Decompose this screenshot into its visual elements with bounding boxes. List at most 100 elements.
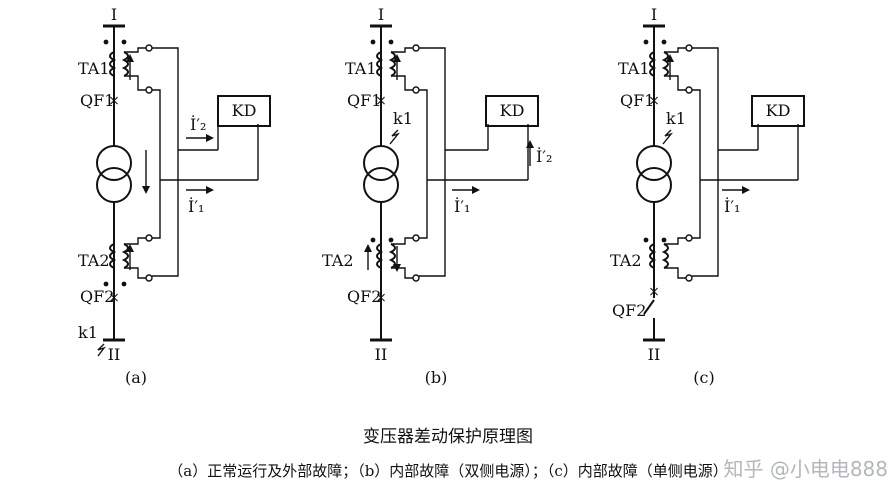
- relay-kd-b: [485, 95, 539, 127]
- ta2-lead-top-b: [391, 237, 414, 245]
- ta1-label-c: TA1: [618, 59, 650, 78]
- terminal: [685, 44, 693, 52]
- bus-I-label-b: I: [378, 5, 384, 24]
- ta1-secondary-a: [121, 51, 129, 77]
- panel-a: I TA1 QF1 × TA2: [78, 5, 271, 387]
- ta1-lead-bottom-b: [391, 75, 414, 91]
- arrow-head-icon: [126, 244, 134, 252]
- relay-kd-a: [217, 95, 271, 127]
- panel-b: I TA1 QF1 × k1 TA2 QF2 ×: [322, 5, 552, 387]
- transformer-winding-top-a: [96, 145, 132, 181]
- bus-I-label-c: I: [651, 5, 657, 24]
- bus-II-label-b: II: [375, 345, 388, 364]
- breaker-cross-icon: ×: [648, 284, 660, 300]
- ta1-secondary-b: [388, 51, 396, 77]
- terminal: [145, 234, 153, 242]
- qf2-label-c: QF2: [612, 301, 646, 320]
- arrow-head-icon: [364, 244, 372, 252]
- ta2-lead-bottom-a: [124, 267, 147, 279]
- relay-kd-label-b: KD: [500, 101, 525, 120]
- polarity-dot: [370, 237, 376, 243]
- relay-kd-label-a: KD: [232, 101, 257, 120]
- arrow-head-icon: [666, 54, 674, 62]
- ta1-lead-top-b: [391, 47, 414, 53]
- terminal: [685, 274, 693, 282]
- bus-I-label-a: I: [111, 5, 117, 24]
- pilot-wire-inner-a: [152, 89, 161, 239]
- ta2-secondary-a: [121, 243, 129, 269]
- ta2-lead-top-c: [664, 237, 687, 245]
- panel-caption-c: (c): [693, 368, 714, 387]
- breaker-cross-icon: ×: [648, 93, 660, 109]
- arrow-head-icon: [126, 54, 134, 62]
- arrow-head-icon: [142, 186, 150, 194]
- terminal: [145, 86, 153, 94]
- arrow-head-icon: [526, 140, 534, 148]
- terminal: [412, 44, 420, 52]
- panel-caption-a: (a): [125, 368, 147, 387]
- breaker-cross-icon: ×: [108, 290, 120, 306]
- ta1-coil-a: [109, 51, 117, 77]
- breaker-cross-icon: ×: [375, 290, 387, 306]
- qf1-label-c: QF1: [620, 91, 654, 110]
- relay-kd-label-c: KD: [766, 101, 791, 120]
- terminal: [685, 86, 693, 94]
- terminal: [685, 234, 693, 242]
- figure-subtitle: （a）正常运行及外部故障；（b）内部故障（双侧电源）；（c）内部故障（单侧电源）: [168, 462, 727, 480]
- pilot-wire-inner-b: [419, 89, 428, 239]
- ta1-lead-top-c: [664, 47, 687, 53]
- figure-title: 变压器差动保护原理图: [363, 427, 533, 447]
- qf1-label-a: QF1: [80, 91, 114, 110]
- polarity-dot: [103, 281, 109, 287]
- ta2-label-c: TA2: [610, 251, 642, 270]
- arrow-head-icon: [206, 134, 214, 142]
- fault-label-a: k1: [78, 323, 98, 342]
- terminal: [145, 274, 153, 282]
- ta1-lead-bottom-c: [664, 75, 687, 91]
- polarity-dot: [388, 39, 394, 45]
- pilot-wire-outer-b: [419, 47, 446, 277]
- ta2-lead-bottom-b: [391, 267, 414, 279]
- transformer-winding-top-b: [363, 145, 399, 181]
- terminal: [145, 44, 153, 52]
- panel-c: I TA1 QF1 × k1 TA2 × QF2 II: [610, 5, 805, 387]
- ta2-secondary-c: [661, 243, 669, 269]
- fault-lightning-icon: [97, 343, 106, 357]
- ta2-lead-bottom-c: [664, 267, 687, 279]
- current-i2-label-a: İ′₂: [190, 114, 206, 134]
- watermark: 知乎 @小电电888: [723, 457, 888, 481]
- polarity-dot: [661, 39, 667, 45]
- polarity-dot: [643, 237, 649, 243]
- current-i1-label-b: İ′₁: [454, 196, 470, 216]
- ta2-coil-a: [109, 243, 117, 269]
- polarity-dot: [121, 281, 127, 287]
- ta1-label-b: TA1: [345, 59, 377, 78]
- transformer-winding-top-c: [636, 145, 672, 181]
- transformer-winding-bottom-b: [363, 167, 399, 203]
- ta1-coil-b: [376, 51, 384, 77]
- ta1-lead-bottom-a: [124, 75, 147, 91]
- ta2-coil-c: [649, 243, 657, 269]
- current-i1-label-a: İ′₁: [188, 196, 204, 216]
- ta1-lead-top-a: [124, 47, 147, 53]
- bus-II-label-a: II: [108, 345, 121, 364]
- qf2-label-b: QF2: [347, 287, 381, 306]
- polarity-dot: [121, 39, 127, 45]
- polarity-dot: [661, 237, 667, 243]
- ta2-label-b: TA2: [322, 251, 354, 270]
- fault-label-c: k1: [666, 109, 686, 128]
- fault-lightning-icon: [662, 129, 674, 145]
- panel-caption-b: (b): [425, 368, 448, 387]
- bus-II-label-c: II: [648, 345, 661, 364]
- arrow-head-icon: [206, 186, 214, 194]
- pilot-wire-inner-c: [692, 89, 701, 239]
- arrow-head-icon: [742, 186, 750, 194]
- ta2-coil-b: [376, 243, 384, 269]
- qf2-label-a: QF2: [80, 287, 114, 306]
- ta2-label-a: TA2: [78, 251, 110, 270]
- fault-label-b: k1: [393, 109, 413, 128]
- polarity-dot: [370, 39, 376, 45]
- polarity-dot: [388, 237, 394, 243]
- polarity-dot: [103, 39, 109, 45]
